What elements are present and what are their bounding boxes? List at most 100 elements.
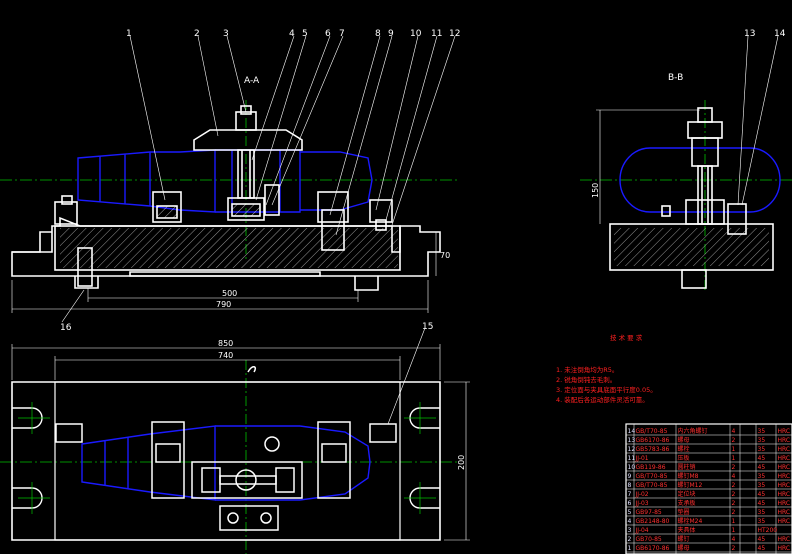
- bom-cell: HRC: [778, 491, 791, 498]
- dim-500: 500: [222, 289, 237, 298]
- bom-cell: JJ-04: [635, 527, 649, 534]
- bom-cell: 11: [628, 455, 636, 462]
- bom-cell: 2: [732, 491, 736, 498]
- bom-cell: GB6170-86: [636, 545, 670, 552]
- section-title-b: B-B: [668, 73, 683, 83]
- bom-cell: HRC: [778, 464, 791, 471]
- notes-title: 技 术 要 求: [610, 333, 643, 342]
- bom-cell: 2: [732, 464, 736, 471]
- bom-cell: 1: [732, 527, 736, 534]
- plan-view: 850 740 200: [0, 339, 470, 554]
- bom-cell: 35: [758, 437, 766, 444]
- bom-cell: HT200: [758, 527, 778, 534]
- callout-leaders: [61, 35, 456, 425]
- bom-cell: 4: [628, 518, 632, 525]
- note-2: 2. 锐角倒钝去毛刺。: [556, 375, 616, 384]
- right-stop-block: [264, 184, 393, 251]
- bom-cell: 1: [732, 446, 736, 453]
- bom-cell: 35: [758, 482, 766, 489]
- bom-cell: GB119-86: [636, 464, 666, 471]
- bom-cell: GB6170-86: [636, 437, 670, 444]
- bom-cell: 1: [732, 518, 736, 525]
- dim-200: 200: [457, 455, 466, 470]
- callout-2: 2: [194, 29, 200, 39]
- bom-cell: 45: [758, 455, 766, 462]
- callout-12: 12: [449, 29, 460, 39]
- bom-cell: 35: [758, 509, 766, 516]
- bom-cell: 45: [758, 464, 766, 471]
- bom-cell: 7: [628, 491, 632, 498]
- bom-cell: 螺母: [678, 436, 690, 444]
- bom-cell: HRC: [778, 518, 791, 525]
- bom-cell: HRC: [778, 473, 791, 480]
- callout-6: 6: [325, 29, 331, 39]
- callout-3: 3: [223, 29, 229, 39]
- bom-cell: 1: [628, 545, 632, 552]
- bom-cell: 定位块: [678, 490, 696, 498]
- bom-cell: 螺栓M24: [678, 517, 703, 525]
- bom-cell: JJ-03: [635, 500, 649, 507]
- bom-cell: 4: [732, 428, 736, 435]
- bom-cell: JJ-02: [635, 491, 649, 498]
- bom-cell: 2: [732, 482, 736, 489]
- callout-9: 9: [388, 29, 394, 39]
- bom-cell: GB2148-80: [636, 518, 670, 525]
- bom-cell: HRC: [778, 446, 791, 453]
- base-hatch: [60, 228, 398, 268]
- bom-cell: 5: [628, 509, 632, 516]
- bom-cell: 12: [628, 446, 636, 453]
- bom-cell: JJ-01: [635, 455, 649, 462]
- dim-740: 740: [218, 351, 233, 360]
- locating-pin: [77, 247, 93, 287]
- bom-cell: 夹具体: [678, 526, 696, 534]
- left-stop-block: [54, 191, 182, 225]
- bom-cell: 35: [758, 518, 766, 525]
- dim-70: 70: [440, 251, 450, 260]
- dimensions-a: [11, 232, 437, 313]
- bom-cell: GB70-85: [636, 536, 662, 543]
- note-1: 1. 未注倒角均为R5。: [556, 365, 618, 374]
- bom-cell: 45: [758, 500, 766, 507]
- bom-cell: 2: [732, 437, 736, 444]
- bom-cell: HRC: [778, 545, 791, 552]
- note-4: 4. 装配后各运动部件灵活可靠。: [556, 395, 649, 404]
- bom-cell: 45: [758, 545, 766, 552]
- bom-cell: HRC: [778, 482, 791, 489]
- bom-cell: 压板: [678, 454, 690, 462]
- callout-14: 14: [774, 29, 786, 39]
- bom-cell: 1: [732, 455, 736, 462]
- bom-cell: 垫圈: [678, 508, 690, 516]
- bom-cell: 2: [732, 509, 736, 516]
- bom-cell: 35: [758, 446, 766, 453]
- callout-7: 7: [339, 29, 345, 39]
- bom-cell: 2: [628, 536, 632, 543]
- workpiece-section: [619, 147, 781, 213]
- screw-post-b: [661, 107, 747, 235]
- bom-cell: 支承板: [678, 499, 696, 507]
- section-view-b: B-B 150: [580, 35, 792, 290]
- bom-cell: 螺钉: [678, 535, 690, 543]
- bom-cell: GB97-85: [636, 509, 662, 516]
- bom-cell: 内六角螺钉: [678, 427, 708, 435]
- callout-4: 4: [289, 29, 295, 39]
- bom-cell: 4: [732, 536, 736, 543]
- bom-cell: 螺钉M8: [678, 472, 699, 480]
- dim-850: 850: [218, 339, 233, 348]
- bom-cell: 6: [628, 500, 632, 507]
- bom-cell: 45: [758, 491, 766, 498]
- bom-cell: 45: [758, 536, 766, 543]
- bom-cell: 2: [732, 500, 736, 507]
- bom-cell: 8: [628, 482, 632, 489]
- bom-cell: 螺母: [678, 544, 690, 552]
- fixture-base: [11, 216, 441, 291]
- bom-cell: 9: [628, 473, 632, 480]
- callout-15: 15: [422, 322, 433, 332]
- bom-cell: 14: [628, 428, 636, 435]
- bom-cell: 10: [628, 464, 636, 471]
- section-view-a: 500 790 70 A-A: [0, 76, 460, 313]
- bom-cell: HRC: [778, 437, 791, 444]
- bom-cell: GB/T70-85: [636, 473, 668, 480]
- dim-150: 150: [591, 183, 600, 198]
